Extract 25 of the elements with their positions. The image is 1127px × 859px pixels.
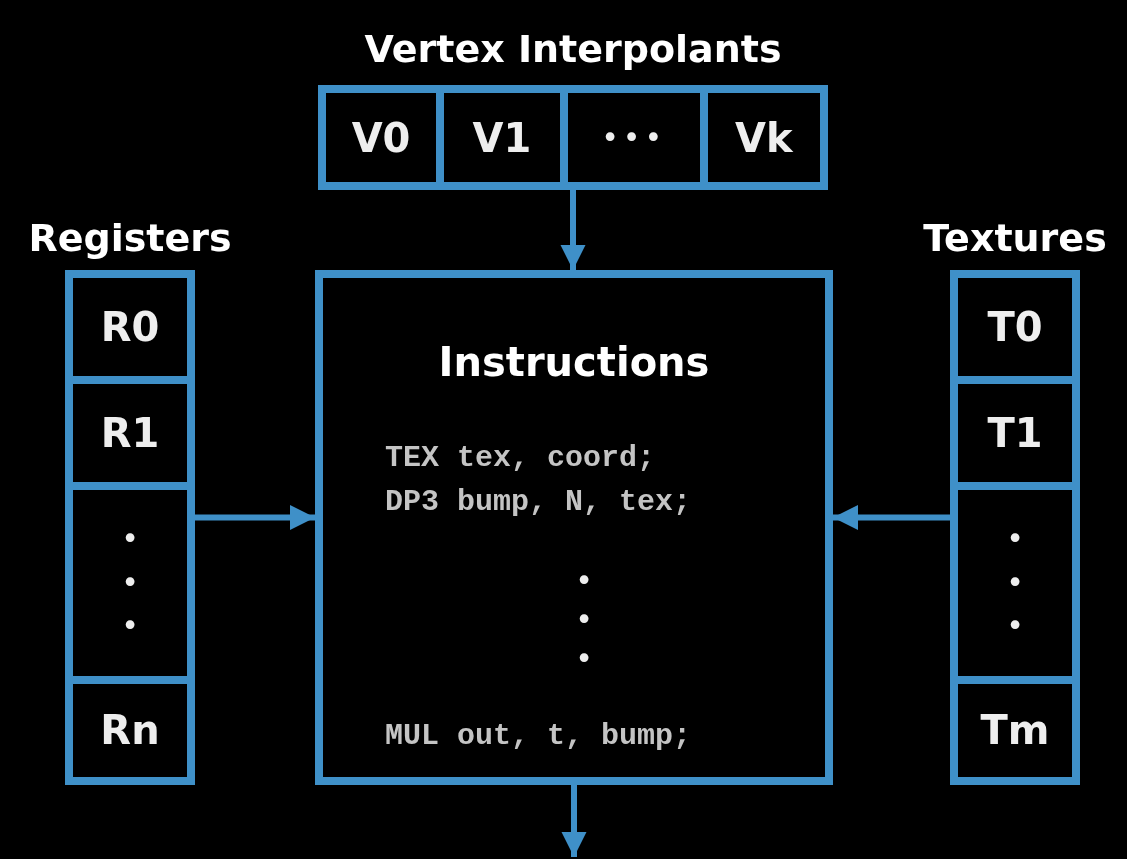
ellipsis-dots: • • •: [574, 562, 594, 678]
code-line: MUL out, t, bump;: [385, 720, 692, 753]
group-title: Vertex Interpolants: [364, 29, 782, 71]
slot-label: Rn: [100, 710, 160, 751]
group-title: Textures: [923, 218, 1107, 260]
arrow: [833, 504, 950, 531]
arrow: [195, 504, 315, 531]
group-title: Registers: [28, 218, 232, 260]
ellipsis-dots: • • •: [120, 520, 140, 646]
code-line: DP3 bump, N, tex;: [385, 486, 692, 519]
ellipsis-dots: • • •: [1005, 520, 1025, 646]
slot-label: R0: [100, 306, 160, 347]
arrow: [560, 190, 586, 270]
slot-label: T1: [987, 412, 1043, 453]
panel-heading: Instructions: [437, 340, 711, 384]
arrow: [561, 785, 587, 857]
slot-label: V0: [351, 117, 411, 158]
instruction-panel: [315, 270, 833, 785]
slot-label: Tm: [980, 710, 1050, 751]
ellipsis-dots: •••: [601, 122, 667, 153]
slot-label: R1: [100, 412, 160, 453]
slot-label: V1: [472, 117, 532, 158]
slot-label: Vk: [735, 117, 793, 158]
code-line: TEX tex, coord;: [385, 442, 656, 475]
slot-label: T0: [987, 306, 1043, 347]
